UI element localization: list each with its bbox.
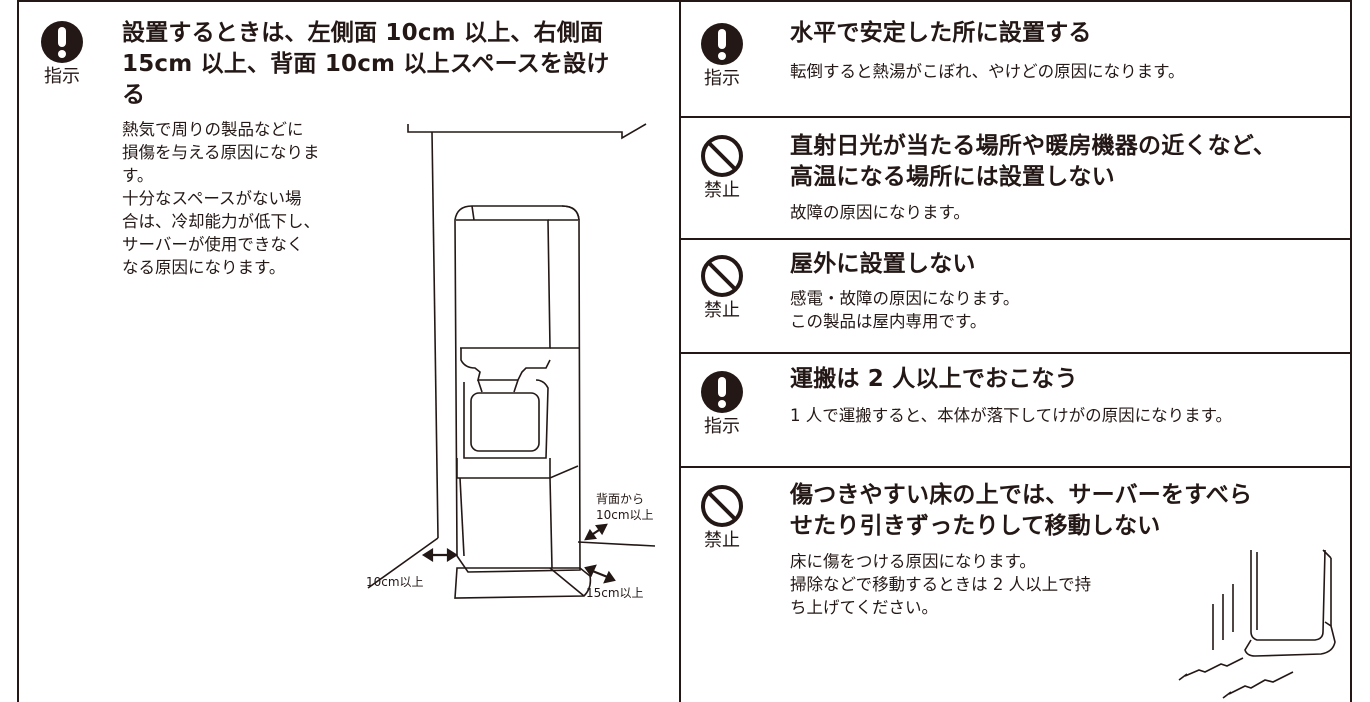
desc-line: なる原因になります。 bbox=[122, 258, 286, 277]
desc-line: サーバーが使用できなく bbox=[122, 235, 304, 254]
mandatory-instruction-icon bbox=[701, 371, 743, 413]
mandatory-instruction-icon bbox=[701, 23, 743, 65]
frame-border-top-right bbox=[679, 0, 1352, 2]
left-instruction-block-icon: 指示 bbox=[32, 20, 92, 88]
desc-line: 合は、冷却能力が低下し、 bbox=[122, 212, 320, 231]
section-4-icon: 指示 bbox=[692, 370, 752, 438]
section-2-title: 直射日光が当たる場所や暖房機器の近くなど、 高温になる場所には設置しない bbox=[790, 131, 1345, 193]
icon-caption: 禁止 bbox=[704, 530, 740, 551]
left-clearance-label: 10cm以上 bbox=[366, 575, 424, 589]
title-line: 15cm 以上、背面 10cm 以上スペースを設け bbox=[122, 51, 610, 77]
left-description: 熱気で周りの製品などに 損傷を与える原因になりま す。 十分なスペースがない場 … bbox=[122, 118, 382, 279]
mandatory-instruction-icon bbox=[41, 21, 83, 63]
title-line: せたり引きずったりして移動しない bbox=[790, 513, 1161, 539]
desc-line: 十分なスペースがない場 bbox=[122, 189, 302, 208]
prohibition-icon bbox=[701, 485, 743, 527]
water-server-clearance-illustration: 背面から 10cm以上 10cm以上 15cm以上 bbox=[366, 123, 656, 600]
desc-line: す。 bbox=[122, 166, 154, 185]
title-line: 屋外に設置しない bbox=[790, 251, 976, 277]
frame-border-right bbox=[1350, 0, 1352, 702]
icon-caption: 指示 bbox=[44, 66, 80, 87]
section-2-description: 故障の原因になります。 bbox=[790, 201, 1345, 224]
right-clearance-label: 15cm以上 bbox=[586, 586, 644, 600]
back-clearance-label-line1: 背面から bbox=[596, 492, 644, 506]
prohibition-icon bbox=[701, 135, 743, 177]
icon-caption: 指示 bbox=[704, 416, 740, 437]
title-line: 直射日光が当たる場所や暖房機器の近くなど、 bbox=[790, 133, 1277, 159]
desc-line: 転倒すると熱湯がこぼれ、やけどの原因になります。 bbox=[790, 62, 1185, 81]
desc-line: 掃除などで移動するときは 2 人以上で持 bbox=[790, 575, 1092, 594]
desc-line: 1 人で運搬すると、本体が落下してけがの原因になります。 bbox=[790, 406, 1232, 425]
title-line: 設置するときは、左側面 10cm 以上、右側面 bbox=[122, 20, 604, 46]
back-clearance-label-line2: 10cm以上 bbox=[596, 508, 654, 522]
section-divider bbox=[681, 116, 1350, 118]
section-divider bbox=[681, 238, 1350, 240]
desc-line: この製品は屋内専用です。 bbox=[790, 312, 987, 331]
section-4-description: 1 人で運搬すると、本体が落下してけがの原因になります。 bbox=[790, 404, 1345, 427]
title-line: 高温になる場所には設置しない bbox=[790, 164, 1115, 190]
frame-border-middle bbox=[679, 0, 681, 702]
section-5-title: 傷つきやすい床の上では、サーバーをすべら せたり引きずったりして移動しない bbox=[790, 480, 1345, 542]
dragging-server-illustration bbox=[1178, 549, 1336, 699]
prohibition-icon bbox=[701, 255, 743, 297]
desc-line: 感電・故障の原因になります。 bbox=[790, 289, 1020, 308]
icon-caption: 指示 bbox=[704, 68, 740, 89]
title-line: 傷つきやすい床の上では、サーバーをすべら bbox=[790, 482, 1253, 508]
left-title: 設置するときは、左側面 10cm 以上、右側面 15cm 以上、背面 10cm … bbox=[122, 18, 672, 111]
desc-line: ち上げてください。 bbox=[790, 598, 939, 617]
section-2-icon: 禁止 bbox=[692, 134, 752, 202]
section-4-title: 運搬は 2 人以上でおこなう bbox=[790, 364, 1345, 395]
desc-line: 損傷を与える原因になりま bbox=[122, 143, 320, 162]
section-1-icon: 指示 bbox=[692, 22, 752, 90]
desc-line: 床に傷をつける原因になります。 bbox=[790, 552, 1036, 571]
frame-border-left bbox=[17, 0, 19, 702]
title-line: 水平で安定した所に設置する bbox=[790, 20, 1092, 46]
desc-line: 故障の原因になります。 bbox=[790, 203, 970, 222]
section-1-description: 転倒すると熱湯がこぼれ、やけどの原因になります。 bbox=[790, 60, 1345, 83]
frame-border-top-left bbox=[17, 0, 681, 2]
section-3-icon: 禁止 bbox=[692, 254, 752, 322]
title-line: る bbox=[122, 82, 146, 108]
section-5-description: 床に傷をつける原因になります。 掃除などで移動するときは 2 人以上で持 ち上げ… bbox=[790, 550, 1190, 619]
section-divider bbox=[681, 352, 1350, 354]
section-3-description: 感電・故障の原因になります。 この製品は屋内専用です。 bbox=[790, 287, 1345, 333]
icon-caption: 禁止 bbox=[704, 180, 740, 201]
desc-line: 熱気で周りの製品などに bbox=[122, 120, 304, 139]
section-divider bbox=[681, 466, 1350, 468]
section-3-title: 屋外に設置しない bbox=[790, 249, 1345, 280]
title-line: 運搬は 2 人以上でおこなう bbox=[790, 366, 1078, 392]
icon-caption: 禁止 bbox=[704, 300, 740, 321]
section-5-icon: 禁止 bbox=[692, 484, 752, 552]
section-1-title: 水平で安定した所に設置する bbox=[790, 18, 1345, 49]
